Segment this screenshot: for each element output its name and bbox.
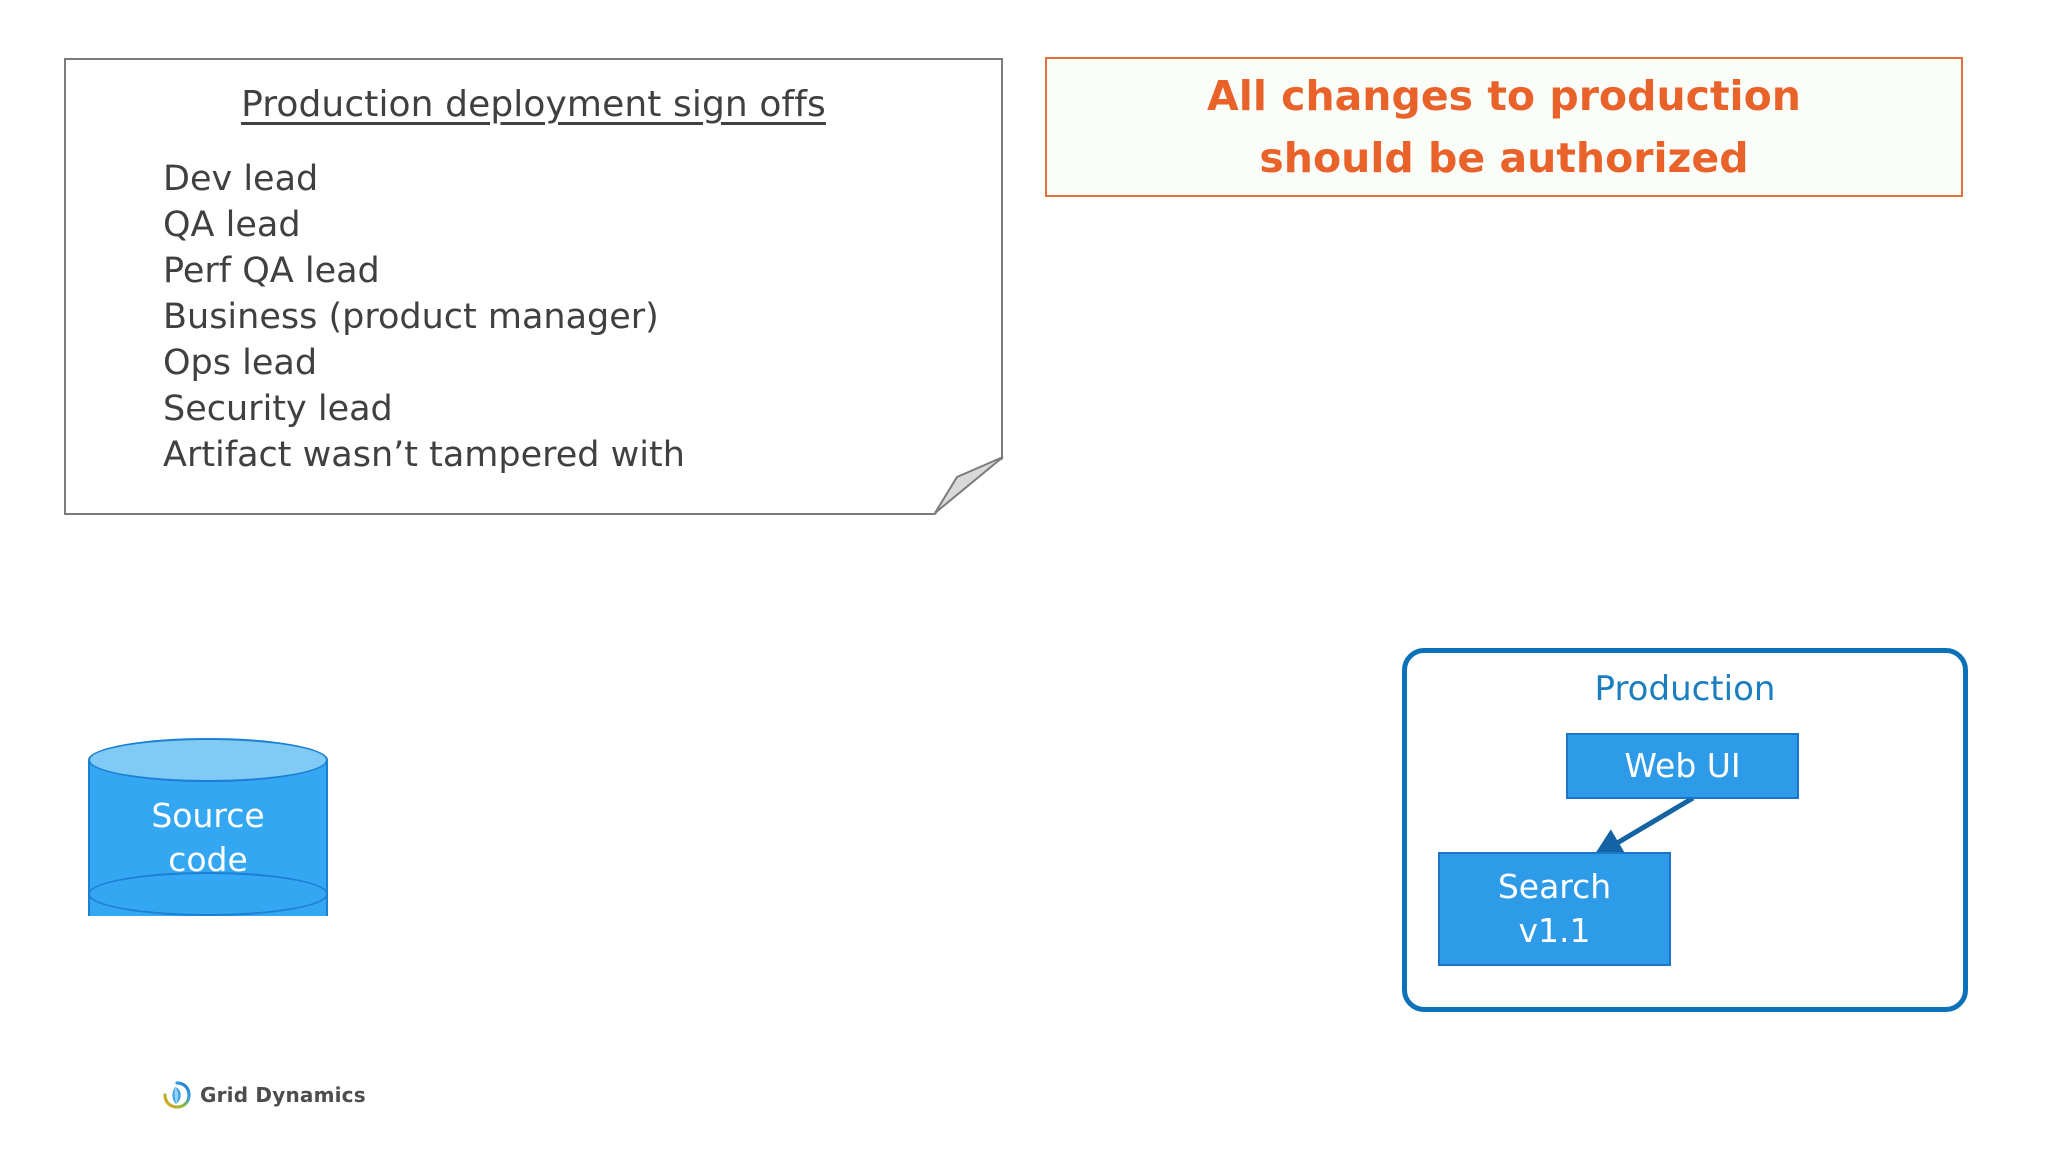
service-box-search: Search v1.1	[1438, 852, 1671, 966]
service-label: Search	[1497, 867, 1612, 906]
source-code-label-line-2: code	[168, 840, 248, 879]
service-label: Web UI	[1624, 746, 1741, 785]
list-item: Dev lead	[163, 159, 319, 199]
logo-text: Grid Dynamics	[200, 1083, 366, 1107]
production-title: Production	[1594, 669, 1776, 709]
authorization-callout: All changes to production should be auth…	[1045, 57, 1963, 197]
folded-corner-icon	[934, 456, 1004, 515]
list-item: Ops lead	[163, 343, 318, 383]
cylinder-top-ellipse	[88, 738, 328, 782]
source-code-datastore: Source code	[88, 738, 328, 938]
list-item: Security lead	[163, 389, 393, 429]
signoff-list: Dev lead QA lead Perf QA lead Business (…	[163, 156, 963, 478]
source-code-label-line-1: Source	[151, 796, 265, 835]
service-version-label: v1.1	[1518, 911, 1591, 950]
webui-to-search-arrow	[1592, 795, 1695, 858]
signoff-note-card: Production deployment sign offs Dev lead…	[64, 58, 1004, 515]
list-item: QA lead	[163, 205, 301, 245]
callout-line-1: All changes to production	[1207, 72, 1801, 120]
production-environment-box: Production	[1402, 648, 1968, 1012]
source-code-label: Source code	[88, 794, 328, 882]
list-item: Artifact wasn’t tampered with	[163, 435, 685, 475]
cylinder-bottom-ellipse	[88, 872, 328, 916]
callout-line-2: should be authorized	[1259, 134, 1749, 182]
callout-text: All changes to production should be auth…	[1197, 65, 1811, 189]
service-box-web-ui: Web UI	[1566, 733, 1799, 799]
list-item: Business (product manager)	[163, 297, 659, 337]
list-item: Perf QA lead	[163, 251, 380, 291]
grid-dynamics-logo: Grid Dynamics	[163, 1081, 366, 1109]
note-title: Production deployment sign offs	[241, 84, 826, 125]
grid-dynamics-swirl-icon	[163, 1081, 191, 1109]
